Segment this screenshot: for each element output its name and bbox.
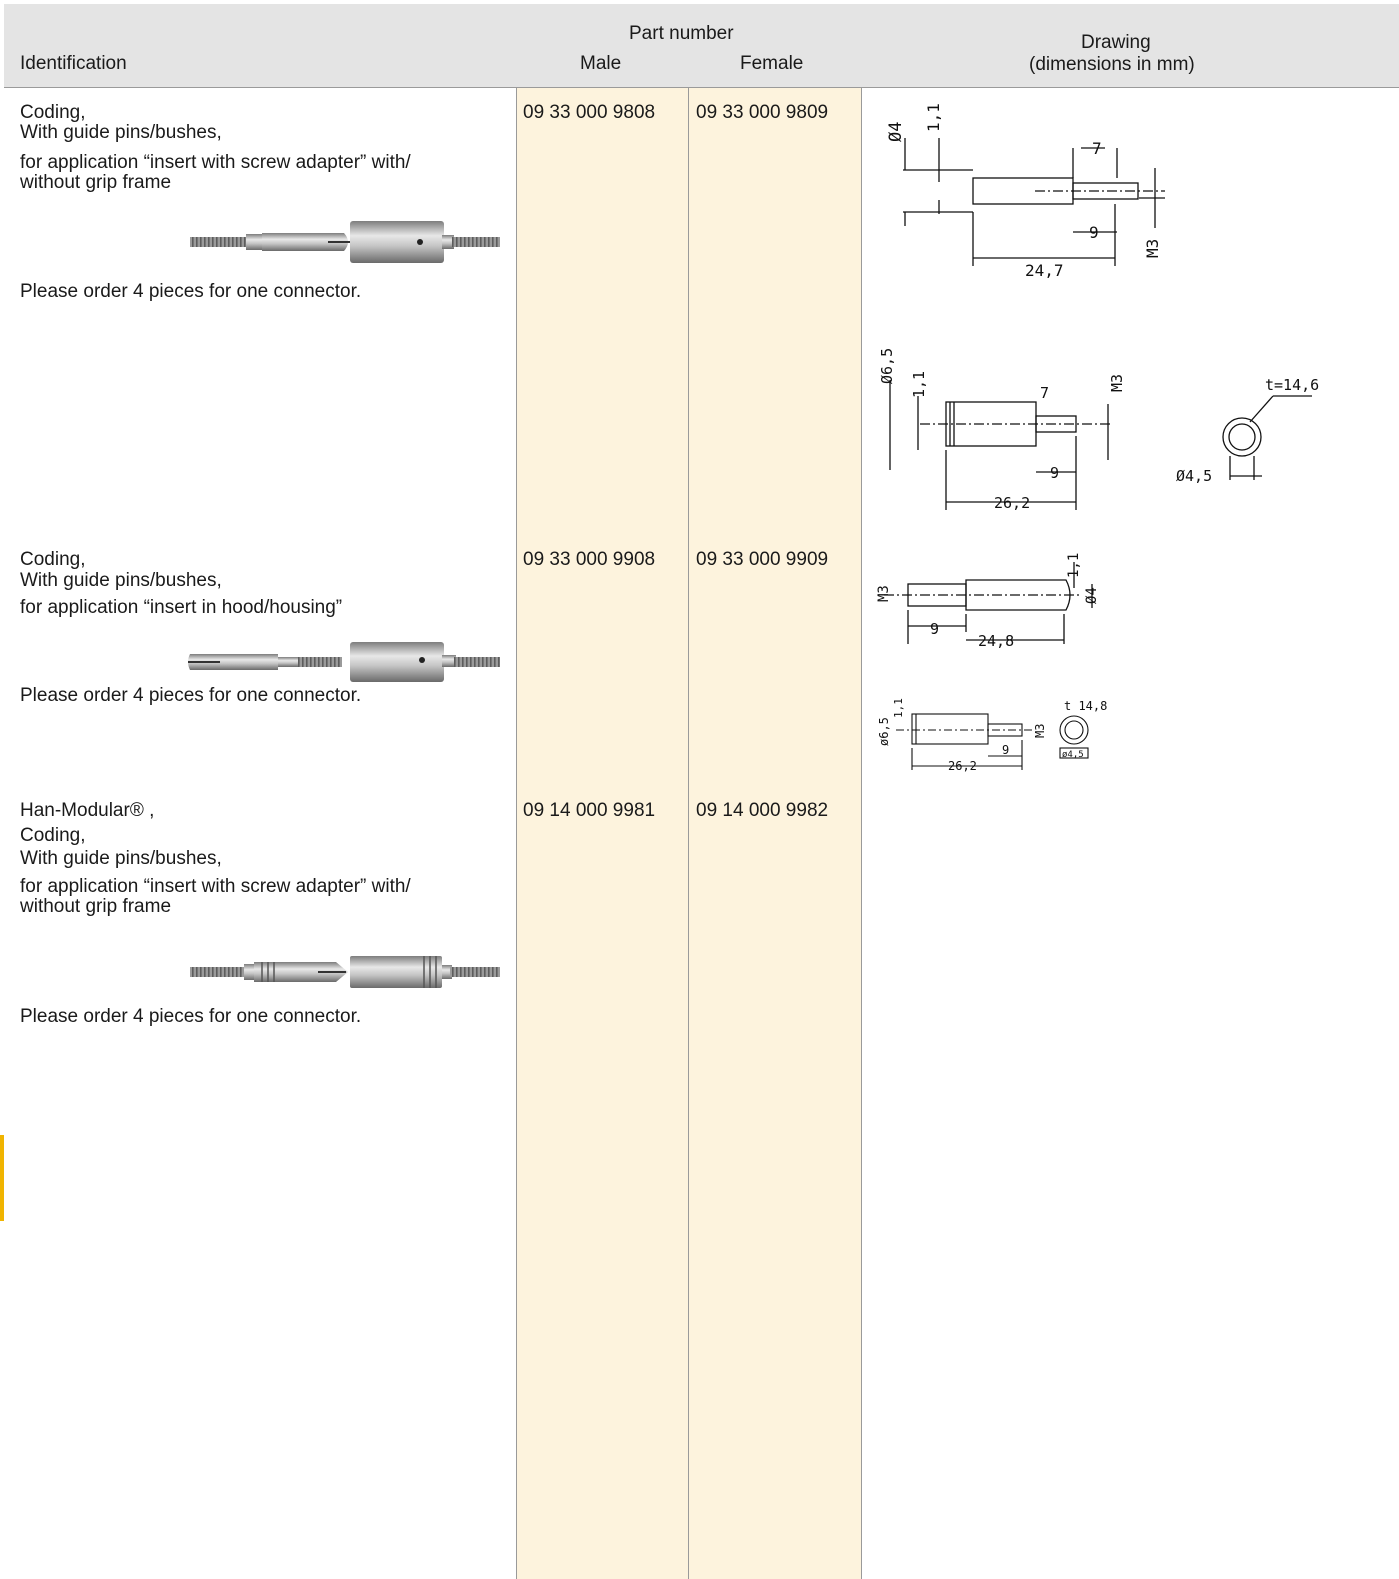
- row3-line3: With guide pins/bushes,: [20, 848, 222, 869]
- row2-female-drawing-slot: 1,1: [892, 698, 905, 718]
- row1-female-drawing-t: t=14,6: [1265, 376, 1319, 394]
- row3-product-photo: [190, 956, 500, 988]
- row1-drawing-nine: 9: [1089, 223, 1099, 242]
- row2-note: Please order 4 pieces for one connector.: [20, 685, 362, 706]
- row3-line4: for application “insert with screw adapt…: [20, 876, 411, 897]
- row1-drawing-length: 24,7: [1025, 261, 1064, 280]
- row2-line3: for application “insert in hood/housing”: [20, 597, 343, 618]
- header-identification: Identification: [20, 53, 127, 74]
- row2-dimension-drawing: M3 1,1 Ø4 9 24,8: [876, 553, 1100, 650]
- row1-line2: With guide pins/bushes,: [20, 122, 222, 143]
- row1-male-part-number: 09 33 000 9808: [523, 102, 656, 123]
- row2-female-drawing-end-dia: ø4,5: [1062, 750, 1084, 760]
- row1-dimension-drawing: Ø4 1,1 7 M3 9 24,7: [886, 103, 1165, 280]
- header-drawing-units: (dimensions in mm): [1029, 54, 1195, 75]
- row1-female-drawing-nine: 9: [1050, 464, 1059, 482]
- row1-female-part-number: 09 33 000 9809: [696, 102, 829, 123]
- row1-female-drawing-slot: 1,1: [910, 371, 928, 398]
- row3-note: Please order 4 pieces for one connector.: [20, 1006, 362, 1027]
- row1-female-dimension-drawing: Ø6,5 1,1 7 M3 9 26,2 t=14,6 Ø4,5: [878, 348, 1319, 512]
- column-divider-middle: [688, 88, 689, 1579]
- row3-line1: Han-Modular® ,: [20, 800, 155, 821]
- row1-product-photo: [190, 221, 500, 263]
- row2-drawing-dia: Ø4: [1084, 587, 1100, 604]
- row1-drawing-thread-length: 7: [1092, 139, 1102, 158]
- row2-female-drawing-t: t 14,8: [1064, 699, 1107, 713]
- header-drawing: Drawing: [1081, 32, 1151, 53]
- header-part-number: Part number: [629, 23, 734, 44]
- row2-line1: Coding,: [20, 549, 86, 570]
- row3-line2: Coding,: [20, 825, 86, 846]
- column-divider-left: [516, 88, 517, 1579]
- row1-female-drawing-length: 26,2: [994, 494, 1030, 512]
- row2-female-dimension-drawing: ø6,5 1,1 M3 9 26,2 t 14,8 ø4,5: [877, 698, 1107, 773]
- row2-product-photo: [188, 642, 500, 682]
- row2-line2: With guide pins/bushes,: [20, 570, 222, 591]
- row1-line4: without grip frame: [20, 172, 172, 193]
- row1-female-drawing-dia: Ø6,5: [878, 348, 896, 384]
- row2-drawing-nine: 9: [930, 620, 939, 638]
- row1-drawing-slot-label: 1,1: [924, 103, 943, 132]
- row1-note: Please order 4 pieces for one connector.: [20, 281, 362, 302]
- row3-male-part-number: 09 14 000 9981: [523, 800, 656, 821]
- side-tab-marker: [0, 1135, 4, 1221]
- header-female: Female: [740, 53, 804, 74]
- row3-female-part-number: 09 14 000 9982: [696, 800, 829, 821]
- row1-line3: for application “insert with screw adapt…: [20, 152, 411, 173]
- column-divider-right: [861, 88, 862, 1579]
- row1-female-drawing-thread: 7: [1040, 384, 1049, 402]
- row2-female-drawing-dia: ø6,5: [877, 717, 891, 746]
- row1-drawing-dia-label: Ø4: [886, 122, 906, 142]
- row2-female-drawing-nine: 9: [1002, 743, 1009, 757]
- row1-female-drawing-m3: M3: [1108, 374, 1126, 392]
- row2-drawing-slot: 1,1: [1066, 553, 1082, 578]
- row2-drawing-length: 24,8: [978, 632, 1014, 650]
- row2-female-drawing-length: 26,2: [948, 759, 977, 773]
- header-divider: [4, 87, 1399, 88]
- row2-male-part-number: 09 33 000 9908: [523, 549, 656, 570]
- header-male: Male: [580, 53, 622, 74]
- row1-female-drawing-end-dia: Ø4,5: [1176, 467, 1212, 485]
- row2-female-part-number: 09 33 000 9909: [696, 549, 829, 570]
- row2-drawing-m3: M3: [876, 585, 892, 602]
- row3-line5: without grip frame: [20, 896, 172, 917]
- row1-drawing-m3: M3: [1143, 239, 1162, 258]
- row1-line1: Coding,: [20, 102, 86, 123]
- table-header: [4, 4, 1399, 87]
- row2-female-drawing-m3: M3: [1033, 724, 1047, 738]
